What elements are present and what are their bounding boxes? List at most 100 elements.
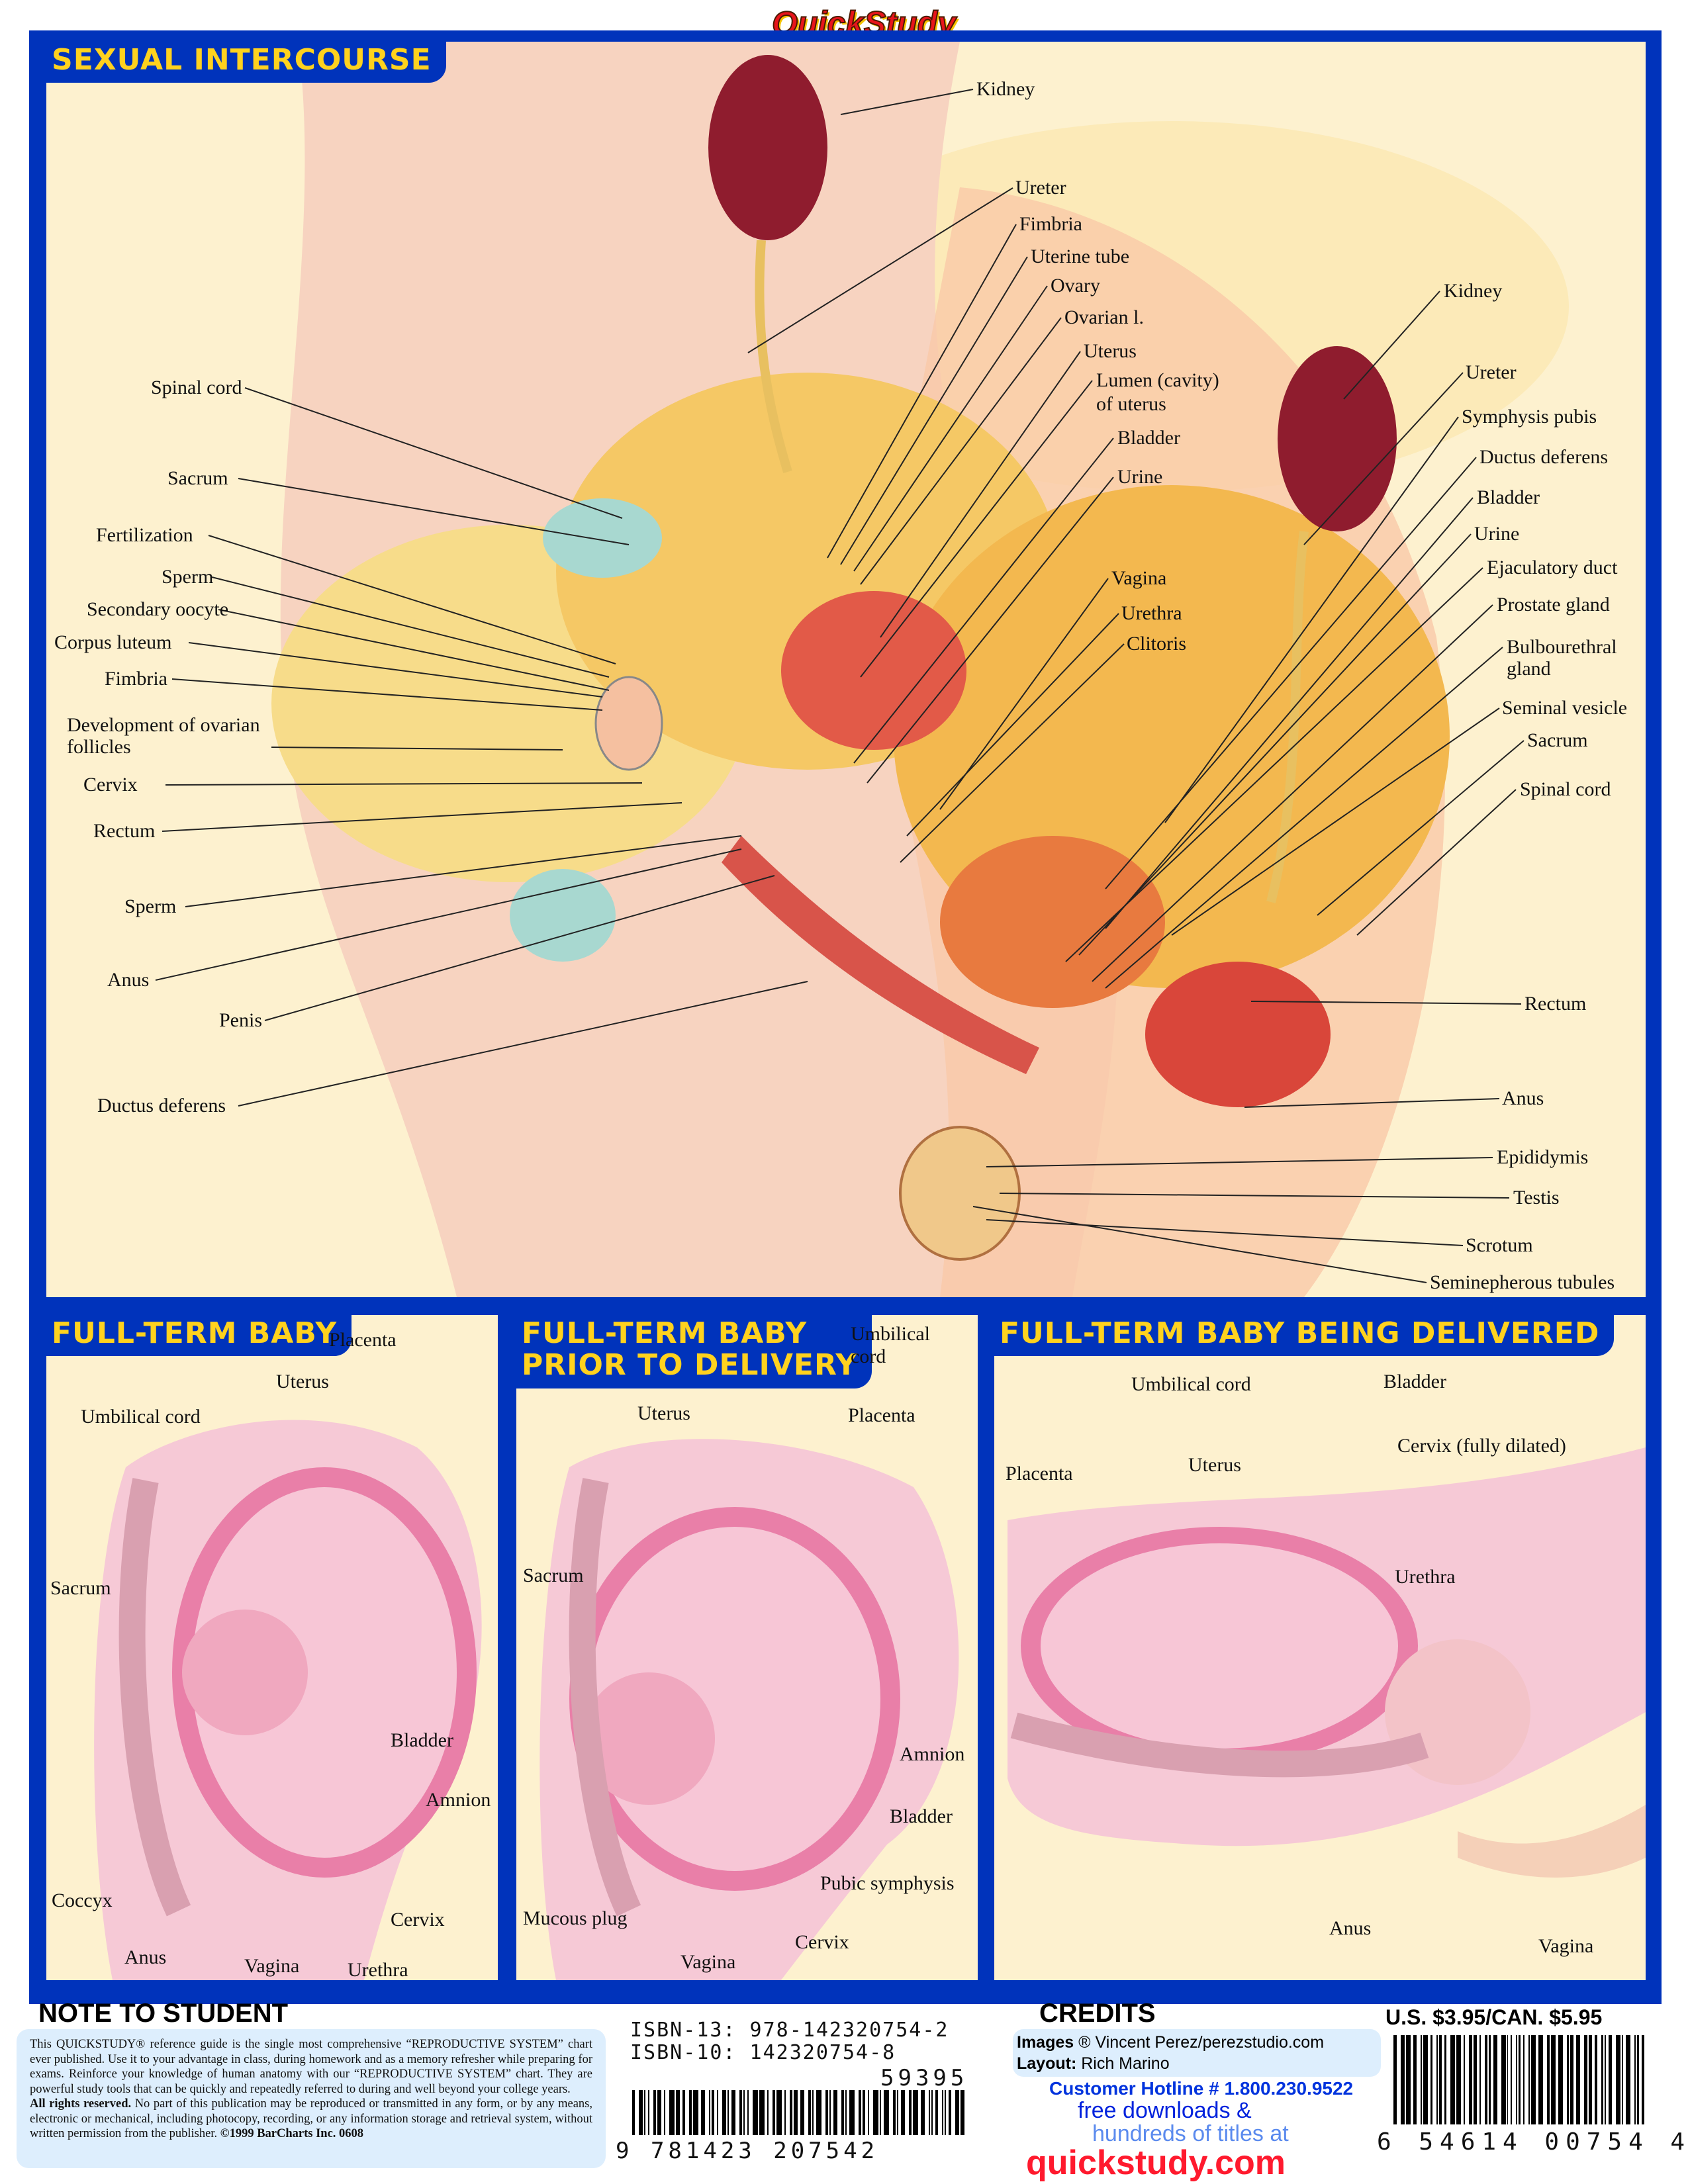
barcode-bar (1601, 2035, 1604, 2124)
barcode-bar (1566, 2035, 1570, 2124)
barcode-bar (1438, 2035, 1442, 2124)
barcode-bar (1595, 2035, 1597, 2124)
label-cervix: Cervix (83, 774, 138, 796)
barcode-bar (712, 2090, 714, 2135)
isbn-barcode (632, 2090, 976, 2135)
website-link[interactable]: quickstudy.com (1026, 2144, 1286, 2182)
label-testis: Testis (1513, 1187, 1560, 1208)
note-to-student: This QUICKSTUDY® reference guide is the … (17, 2029, 606, 2168)
label-secondary-oocyte: Secondary oocyte (87, 598, 229, 620)
barcode-bar (845, 2090, 847, 2135)
barcode-bar (825, 2090, 828, 2135)
barcode-bar (863, 2090, 865, 2135)
barcode-bar (1516, 2035, 1517, 2124)
label-cervix: Cervix (795, 1931, 849, 1953)
barcode-bar (701, 2090, 705, 2135)
note-text: This QUICKSTUDY® reference guide is the … (30, 2038, 592, 2096)
barcode-bar (1456, 2035, 1462, 2124)
label-follicles: follicles (67, 736, 131, 758)
label-umbilical-cord: Umbilical cord (81, 1406, 201, 1428)
title-line-2: PRIOR TO DELIVERY (522, 1348, 858, 1383)
title-line-1: FULL-TERM BABY (522, 1316, 808, 1350)
panel-title: SEXUAL INTERCOURSE (46, 42, 446, 83)
barcode-bar (816, 2090, 821, 2135)
label-spinal-cord: Spinal cord (151, 377, 242, 398)
label-ovarian-ligament: Ovarian l. (1064, 306, 1144, 328)
isbn-13: ISBN-13: 978-142320754-2 (630, 2019, 949, 2042)
barcode-bar (1634, 2035, 1636, 2124)
label-sacrum: Sacrum (50, 1577, 111, 1599)
label-lumen: Lumen (cavity) (1096, 369, 1219, 391)
label-ureter-male: Ureter (1466, 361, 1517, 383)
label-gland: gland (1507, 658, 1551, 680)
price-code: 59395 (880, 2065, 968, 2091)
barcode-bar (669, 2090, 675, 2135)
label-sacrum-male: Sacrum (1527, 729, 1588, 751)
label-ureter: Ureter (1015, 177, 1066, 199)
label-anus: Anus (107, 969, 150, 991)
barcode-bar (833, 2090, 837, 2135)
layout-label: Layout: (1017, 2054, 1077, 2073)
barcode-bar (1507, 2035, 1509, 2124)
barcode-bar (747, 2090, 749, 2135)
label-corpus-luteum: Corpus luteum (54, 631, 172, 653)
label-penis: Penis (219, 1009, 263, 1031)
note-title: NOTE TO STUDENT (38, 1999, 289, 2028)
label-kidney: Kidney (976, 78, 1035, 100)
label-fimbria: Fimbria (105, 668, 167, 690)
label-bladder: Bladder (1383, 1371, 1446, 1392)
label-pubic-symphysis: Pubic symphysis (820, 1872, 955, 1894)
barcode-bar (1550, 2035, 1556, 2124)
label-sperm-2: Sperm (124, 895, 177, 917)
barcode-bar (727, 2090, 729, 2135)
barcode-bar (639, 2090, 643, 2135)
barcode-bar (931, 2090, 933, 2135)
label-symphysis-pubis: Symphysis pubis (1462, 406, 1597, 428)
barcode-bar (1401, 2035, 1405, 2124)
label-urethra: Urethra (1121, 602, 1182, 624)
label-uterine-tube: Uterine tube (1031, 246, 1130, 267)
barcode-bar (1405, 2035, 1411, 2124)
barcode-bar (1436, 2035, 1438, 2124)
upc-digits: 6 54614 00754 4 (1377, 2128, 1688, 2156)
barcode-bar (829, 2090, 831, 2135)
barcode-bar (722, 2090, 726, 2135)
label-development-ovarian: Development of ovarian (67, 714, 260, 736)
barcode-bar (808, 2090, 811, 2135)
barcode-bar (859, 2090, 861, 2135)
rights-bold: All rights reserved. (30, 2097, 132, 2111)
label-amnion: Amnion (426, 1789, 491, 1811)
label-cord: cord (851, 1345, 886, 1367)
credits-box: Images ® Vincent Perez/perezstudio.com L… (1013, 2029, 1381, 2077)
barcode-bar (1444, 2035, 1447, 2124)
label-of-uterus: of uterus (1096, 393, 1166, 415)
barcode-bar (1528, 2035, 1530, 2124)
rights-text: No part of this publication may be repro… (30, 2097, 592, 2140)
credits-title: CREDITS (1039, 1999, 1156, 2028)
barcode-bar (1609, 2035, 1613, 2124)
label-mucous-plug: Mucous plug (523, 1907, 628, 1929)
barcode-bar (884, 2090, 889, 2135)
barcode-bar (709, 2090, 710, 2135)
barcode-bar (1423, 2035, 1428, 2124)
label-rectum: Rectum (93, 820, 156, 842)
label-coccyx: Coccyx (52, 1889, 113, 1911)
label-vagina: Vagina (244, 1955, 300, 1977)
barcode-bar (935, 2090, 938, 2135)
barcode-bar (682, 2090, 685, 2135)
barcode-bar (945, 2090, 946, 2135)
label-bulbourethral: Bulbourethral (1507, 636, 1617, 658)
barcode-bar (644, 2090, 645, 2135)
barcode-bar (1501, 2035, 1506, 2124)
label-vagina: Vagina (680, 1951, 736, 1973)
barcode-bar (767, 2090, 769, 2135)
label-placenta: Placenta (329, 1329, 397, 1351)
barcode-bar (1642, 2035, 1644, 2124)
barcode-bar (812, 2090, 814, 2135)
label-rectum-male: Rectum (1524, 993, 1587, 1015)
barcode-bar (961, 2090, 964, 2135)
barcode-bar (955, 2090, 959, 2135)
label-ductus-deferens: Ductus deferens (97, 1095, 226, 1116)
barcode-bar (648, 2090, 649, 2135)
